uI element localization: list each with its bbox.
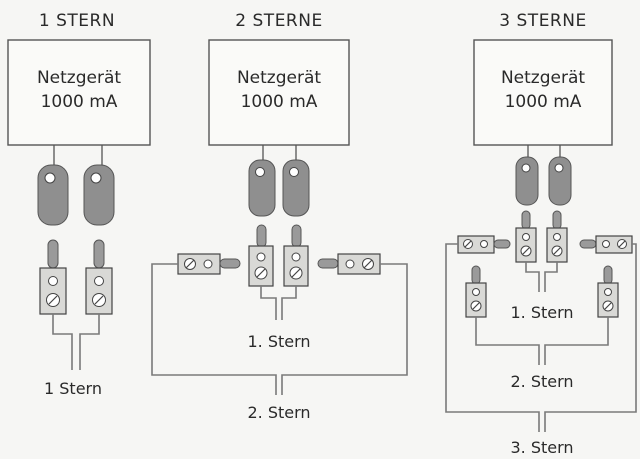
power-supply-box: Netzgerät 1000 mA <box>473 39 613 146</box>
screw-terminal-icon <box>85 267 113 315</box>
screw-terminal-icon <box>317 253 381 275</box>
power-supply-box: Netzgerät 1000 mA <box>7 39 151 146</box>
screw-terminal-icon <box>39 267 67 315</box>
plug-pin-icon <box>47 239 59 269</box>
screw-terminal-icon <box>283 245 309 287</box>
power-supply-current: 1000 mA <box>505 92 582 112</box>
screw-terminal-icon <box>457 235 511 254</box>
power-supply-current: 1000 mA <box>41 92 118 112</box>
power-lug-icon <box>515 156 539 206</box>
plug-pin-icon <box>93 239 105 269</box>
panel-2-heading: 2 STERNE <box>235 11 322 31</box>
power-supply-current: 1000 mA <box>241 92 318 112</box>
screw-terminal-icon <box>515 227 537 263</box>
screw-terminal-icon <box>597 282 619 318</box>
plug-pin-icon <box>603 265 613 285</box>
panel-1-stern: 1 STERN Netzgerät 1000 mA <box>7 11 151 398</box>
star-label: 3. Stern <box>510 438 573 457</box>
panel-3-heading: 3 STERNE <box>499 11 586 31</box>
power-lug-icon <box>248 159 276 217</box>
panel-2-sterne: 2 STERNE Netzgerät 1000 mA <box>151 11 408 422</box>
star-label: 1. Stern <box>247 332 310 351</box>
power-lug-icon <box>83 164 115 226</box>
power-lug-icon <box>37 164 69 226</box>
plug-pin-icon <box>471 265 481 285</box>
power-lug-icon <box>548 156 572 206</box>
screw-terminal-icon <box>579 235 633 254</box>
panel-3-sterne: 3 STERNE Netzgerät 1000 mA <box>445 11 637 457</box>
power-supply-name: Netzgerät <box>37 68 121 88</box>
power-supply-box: Netzgerät 1000 mA <box>208 39 350 146</box>
plug-pin-icon <box>552 210 562 230</box>
screw-terminal-icon <box>546 227 568 263</box>
power-supply-name: Netzgerät <box>237 68 321 88</box>
screw-terminal-icon <box>177 253 241 275</box>
plug-pin-icon <box>521 210 531 230</box>
plug-pin-icon <box>291 224 302 248</box>
star-label: 2. Stern <box>247 403 310 422</box>
star-label: 2. Stern <box>510 372 573 391</box>
star-label: 1. Stern <box>510 303 573 322</box>
plug-pin-icon <box>256 224 267 248</box>
screw-terminal-icon <box>248 245 274 287</box>
panel-1-heading: 1 STERN <box>39 11 115 31</box>
star-label: 1 Stern <box>44 379 102 398</box>
screw-terminal-icon <box>465 282 487 318</box>
power-lug-icon <box>282 159 310 217</box>
power-supply-name: Netzgerät <box>501 68 585 88</box>
